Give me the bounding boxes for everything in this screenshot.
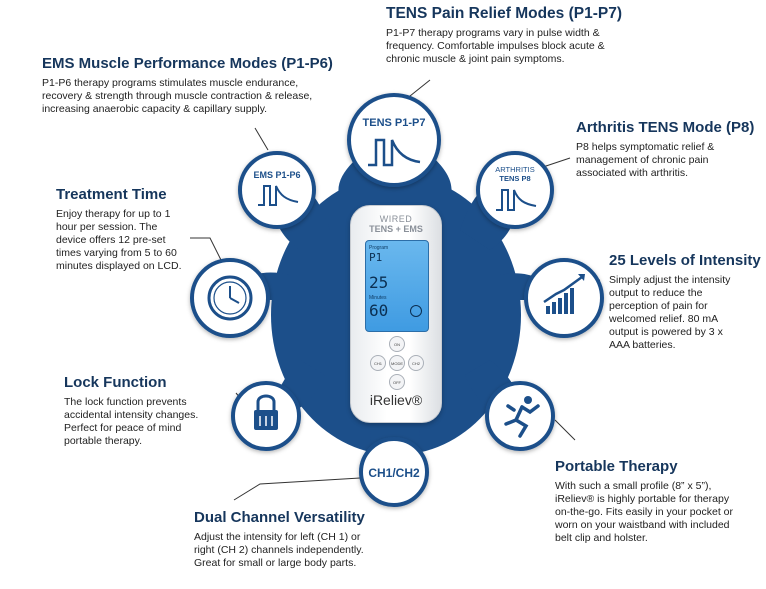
ems-description: P1-P6 therapy programs stimulates muscle… [42,77,313,115]
arthritis-title: Arthritis TENS Mode (P8) [576,119,755,136]
device-wired-label: WIRED [379,214,413,224]
control-pad: ON OFF MODE CH1 CH2 [367,336,427,390]
brand-logo: iReliev® [369,392,423,408]
lcd-screen: Program P1 25 Minutes 60 [365,240,429,332]
ch1-button[interactable]: CH1 [370,355,386,371]
tens-waveform-icon [368,138,421,167]
mode-button[interactable]: MODE [389,355,405,371]
portable-circle [485,381,555,451]
ch2-button[interactable]: CH2 [408,355,424,371]
arthritis-icon-label-1: ARTHRITIS [495,165,534,174]
portable-description: With such a small profile (8” x 5”),iRel… [555,480,733,544]
dual-title: Dual Channel Versatility [194,509,365,526]
tens-title: TENS Pain Relief Modes (P1-P7) [386,5,622,22]
lcd-battery-icon [410,305,422,317]
lcd-program-label: Program [369,245,389,251]
arthritis-description: P8 helps symptomatic relief &management … [576,141,715,179]
tens-description: P1-P7 therapy programs vary in pulse wid… [386,27,605,65]
arthritis-waveform-icon [496,189,537,211]
arthritis-icon-label-2: TENS P8 [499,174,530,183]
tens-circle [347,93,441,187]
lcd-program-value: P1 [369,251,383,264]
clock-icon [207,275,253,321]
rising-chart-icon [543,274,585,314]
ems-icon-label: EMS P1-P6 [253,170,300,180]
treatment-title: Treatment Time [56,186,167,203]
dual-circle [359,437,429,507]
lcd-time-value: 60 [369,301,389,320]
lock-icon [254,394,278,430]
lock-title: Lock Function [64,374,167,391]
off-button[interactable]: OFF [389,374,405,390]
on-button[interactable]: ON [389,336,405,352]
intensity-title: 25 Levels of Intensity [609,252,761,269]
lcd-intensity-value: 25 [369,273,389,292]
portable-title: Portable Therapy [555,458,678,475]
tens-unit-device: WIRED TENS + EMS Program P1 25 Minutes 6… [350,205,442,423]
ems-waveform-icon [258,185,299,206]
runner-icon [504,396,540,438]
lcd-minutes-label: Minutes [369,295,387,301]
ems-title: EMS Muscle Performance Modes (P1-P6) [42,55,333,72]
tens-icon-label: TENS P1-P7 [363,117,426,129]
dual-channel-icon-label: CH1/CH2 [368,466,420,480]
device-mode-label: TENS + EMS [369,224,423,234]
